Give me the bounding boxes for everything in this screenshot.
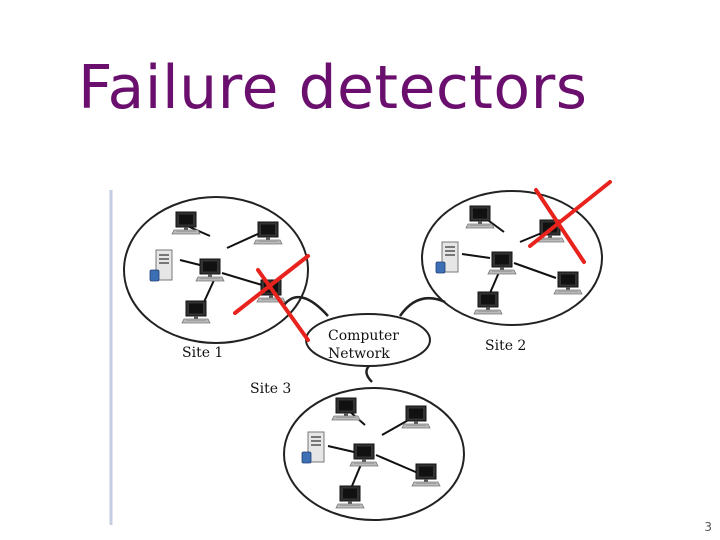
computer-icon bbox=[195, 258, 225, 282]
site-1-label: Site 1 bbox=[182, 345, 223, 361]
computer-icon bbox=[171, 211, 201, 235]
network-label-line1: Computer bbox=[328, 328, 399, 344]
computer-icon bbox=[487, 251, 517, 275]
computer-icon bbox=[473, 291, 503, 315]
failure-mark-site-1 bbox=[233, 254, 310, 342]
computer-icon bbox=[553, 271, 583, 295]
site-3-group bbox=[283, 387, 465, 521]
failure-mark-site-2 bbox=[528, 180, 612, 264]
computer-icon bbox=[181, 300, 211, 324]
slide-title: Failure detectors bbox=[78, 53, 588, 123]
computer-icon bbox=[349, 443, 379, 467]
computer-icon bbox=[335, 485, 365, 509]
computer-icon bbox=[401, 405, 431, 429]
computer-icon bbox=[465, 205, 495, 229]
slide-number: 3 bbox=[704, 520, 712, 534]
computer-icon bbox=[331, 397, 361, 421]
computer-icon bbox=[411, 463, 441, 487]
site-2-label: Site 2 bbox=[485, 338, 526, 354]
network-label-line2: Network bbox=[328, 346, 390, 362]
site-1-group bbox=[123, 196, 309, 344]
computer-icon bbox=[253, 221, 283, 245]
site-3-label: Site 3 bbox=[250, 381, 291, 397]
network-diagram: Computer Network Site 1 Site 2 Site 3 bbox=[100, 170, 620, 532]
